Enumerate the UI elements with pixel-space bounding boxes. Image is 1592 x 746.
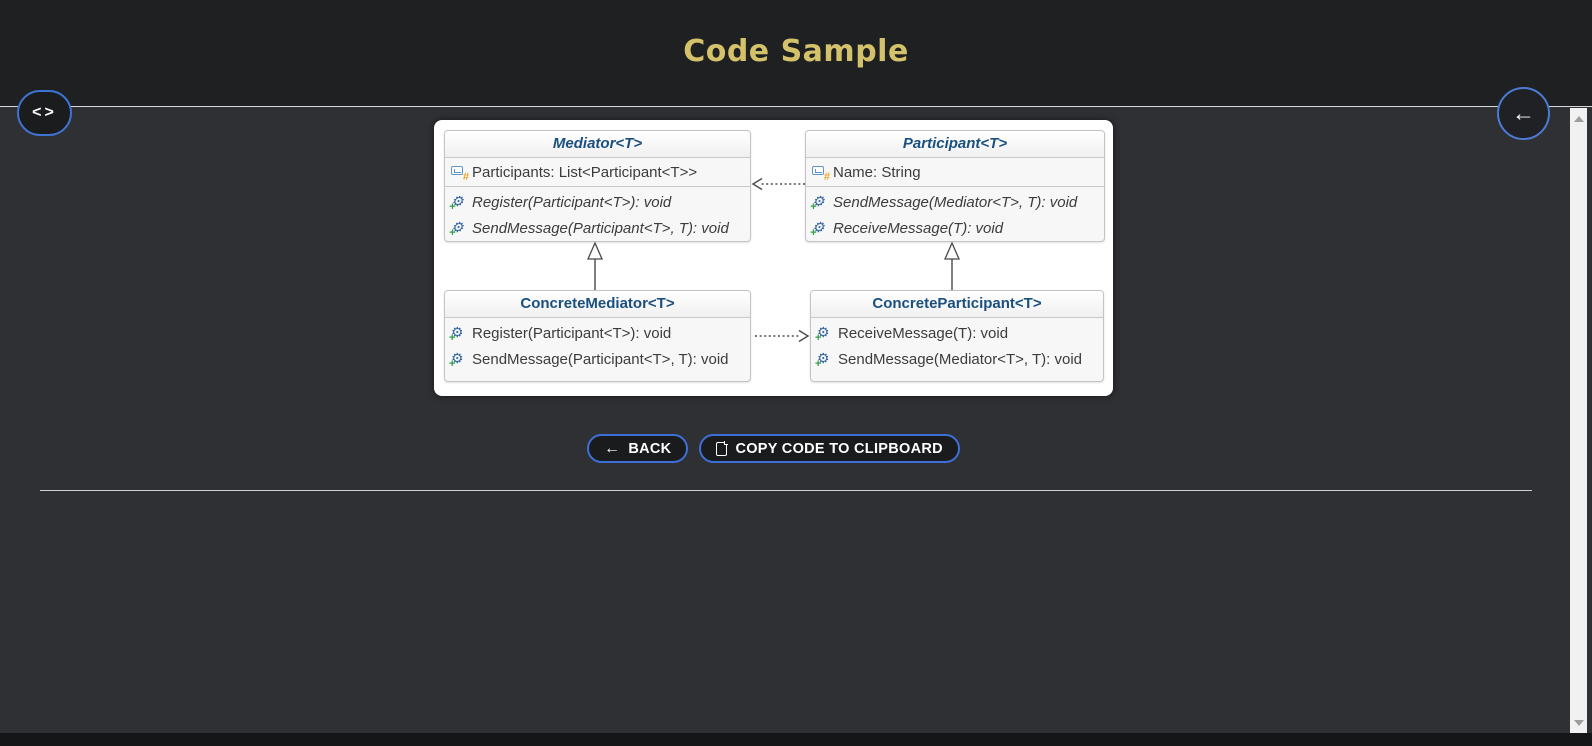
code-toggle-button[interactable]: <> [17, 90, 72, 136]
property-row: #Name: String [806, 158, 1104, 186]
method-icon: ⚙+ [449, 324, 464, 344]
class-concrete-mediator: ConcreteMediator<T> ⚙+ Register(Participa… [444, 290, 751, 382]
triangle-up-icon [1573, 115, 1584, 122]
back-button[interactable]: ← BACK [587, 434, 689, 463]
class-mediator: Mediator<T> #Participants: List<Particip… [444, 130, 751, 242]
class-properties: #Name: String [806, 158, 1104, 187]
method-row: ⚙+ SendMessage(Mediator<T>, T): void [806, 189, 1104, 215]
class-title: ConcreteMediator<T> [445, 291, 750, 318]
member-label: Register(Participant<T>): void [472, 193, 672, 211]
action-button-row: ← BACK COPY CODE TO CLIPBOARD [434, 434, 1113, 463]
member-label: Participants: List<Participant<T>> [472, 163, 698, 181]
class-title: Participant<T> [806, 131, 1104, 158]
method-row: ⚙+ ReceiveMessage(T): void [811, 320, 1103, 346]
class-methods: ⚙+ Register(Participant<T>): void ⚙+ SendMe… [445, 318, 750, 372]
property-icon: # [450, 164, 469, 183]
left-arrow-icon: ← [1512, 100, 1535, 126]
uml-connectors [587, 177, 960, 343]
property-row: #Participants: List<Participant<T>> [445, 158, 750, 186]
member-label: Register(Participant<T>): void [472, 324, 672, 342]
vertical-scrollbar[interactable] [1570, 108, 1587, 733]
method-icon: ⚙+ [810, 193, 825, 213]
method-row: ⚙+ Register(Participant<T>): void [445, 189, 750, 215]
uml-diagram-panel: Mediator<T> #Participants: List<Particip… [434, 120, 1113, 396]
scroll-up-button[interactable] [1570, 110, 1587, 127]
class-properties: #Participants: List<Participant<T>> [445, 158, 750, 187]
class-methods: ⚙+ SendMessage(Mediator<T>, T): void ⚙+ Rec… [806, 187, 1104, 241]
member-label: SendMessage(Participant<T>, T): void [472, 350, 729, 368]
class-concrete-participant: ConcreteParticipant<T> ⚙+ ReceiveMessage(… [810, 290, 1104, 382]
property-icon: # [811, 164, 830, 183]
code-angle-brackets-icon: <> [32, 104, 57, 121]
document-page-icon [716, 440, 729, 456]
member-label: SendMessage(Mediator<T>, T): void [838, 350, 1083, 368]
class-methods: ⚙+ ReceiveMessage(T): void ⚙+ SendMessage(M… [811, 318, 1103, 372]
page-title: Code Sample [683, 34, 909, 69]
member-label: SendMessage(Participant<T>, T): void [472, 219, 729, 237]
method-icon: ⚙+ [815, 350, 830, 370]
class-title: ConcreteParticipant<T> [811, 291, 1103, 318]
method-row: ⚙+ Register(Participant<T>): void [445, 320, 750, 346]
member-label: Name: String [833, 163, 921, 181]
dependency-arrow-participant-to-mediator [751, 177, 805, 191]
class-participant: Participant<T> #Name: String ⚙+ SendMessa… [805, 130, 1105, 242]
class-methods: ⚙+ Register(Participant<T>): void ⚙+ SendMe… [445, 187, 750, 241]
method-icon: ⚙+ [449, 350, 464, 370]
navigate-back-button[interactable]: ← [1497, 87, 1550, 140]
copy-code-button[interactable]: COPY CODE TO CLIPBOARD [699, 434, 960, 463]
class-title: Mediator<T> [445, 131, 750, 158]
method-icon: ⚙+ [810, 219, 825, 239]
method-icon: ⚙+ [449, 193, 464, 213]
back-button-label: BACK [628, 440, 672, 457]
triangle-down-icon [1573, 719, 1584, 726]
horizontal-divider [40, 490, 1532, 491]
app-header: Code Sample [0, 0, 1592, 107]
bottom-edge-strip [0, 733, 1592, 746]
copy-button-label: COPY CODE TO CLIPBOARD [735, 440, 943, 457]
method-icon: ⚙+ [815, 324, 830, 344]
method-row: ⚙+ SendMessage(Participant<T>, T): void [445, 346, 750, 372]
inheritance-arrow-concreteparticipant-to-participant [944, 241, 960, 290]
scroll-down-button[interactable] [1570, 714, 1587, 731]
dependency-arrow-concretemediator-to-concreteparticipant [755, 329, 810, 343]
method-icon: ⚙+ [449, 219, 464, 239]
method-row: ⚙+ SendMessage(Participant<T>, T): void [445, 215, 750, 241]
member-label: SendMessage(Mediator<T>, T): void [833, 193, 1078, 211]
inheritance-arrow-concretemediator-to-mediator [587, 241, 603, 290]
left-arrow-icon: ← [604, 439, 621, 457]
method-row: ⚙+ SendMessage(Mediator<T>, T): void [811, 346, 1103, 372]
member-label: ReceiveMessage(T): void [833, 219, 1004, 237]
method-row: ⚙+ ReceiveMessage(T): void [806, 215, 1104, 241]
member-label: ReceiveMessage(T): void [838, 324, 1009, 342]
